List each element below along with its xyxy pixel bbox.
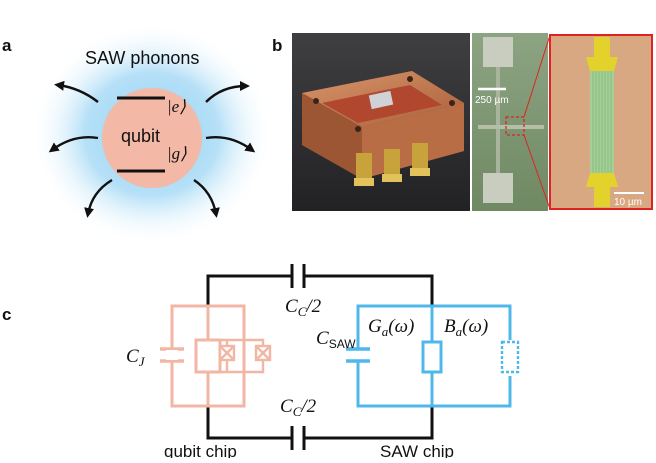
saw-phonons-title: SAW phonons (85, 48, 199, 68)
phonon-arrow-lower-right (193, 179, 220, 218)
transducer-micrograph: 10 µm (549, 34, 653, 210)
phonon-arrow-upper-left (54, 80, 99, 103)
scale-bar-10um-label: 10 µm (614, 197, 642, 208)
phonon-arrow-upper-right (205, 81, 250, 103)
panel-c-circuit: CC/2 CC/2 CJ CSAW Ga(ω) Ba(ω) qubit chip… (126, 264, 520, 458)
ba-label: Ba(ω) (444, 316, 488, 339)
ground-state-label: |g⟩ (167, 144, 187, 163)
panel-label-a: a (2, 36, 12, 55)
saw-susceptance-element (500, 340, 520, 374)
josephson-junctions (208, 338, 272, 374)
scale-bar-250um-label: 250 µm (475, 95, 509, 106)
phonon-arrow-mid-right (205, 136, 256, 153)
phonon-arrow-lower-left (84, 178, 113, 218)
saw-chip-caption: SAW chip (380, 442, 454, 458)
saw-capacitor (346, 347, 370, 363)
panel-b-images: 250 µm 10 µm (292, 33, 653, 211)
sample-box-photo (292, 33, 470, 211)
cj-label: CJ (126, 346, 146, 369)
qubit-circle (102, 88, 202, 188)
coupling-wires (206, 264, 434, 450)
zoom-line-top (523, 34, 551, 118)
ga-label: Ga(ω) (368, 316, 414, 339)
cc-bottom-label: CC/2 (280, 396, 317, 419)
phonon-arrow-mid-left (48, 136, 99, 153)
panel-label-b: b (272, 36, 283, 55)
csaw-label: CSAW (316, 328, 356, 351)
panel-label-c: c (2, 305, 12, 324)
panel-a-diagram: |e⟩ |g⟩ qubit SAW phonons (30, 22, 270, 246)
chip-micrograph: 250 µm (472, 33, 551, 211)
zoom-line-bottom (523, 134, 551, 210)
excited-state-label: |e⟩ (167, 97, 186, 116)
cc-top-label: CC/2 (285, 296, 322, 319)
qubit-label: qubit (121, 126, 160, 146)
qubit-chip-caption: qubit chip (164, 442, 237, 458)
zoom-region-box (505, 116, 525, 136)
